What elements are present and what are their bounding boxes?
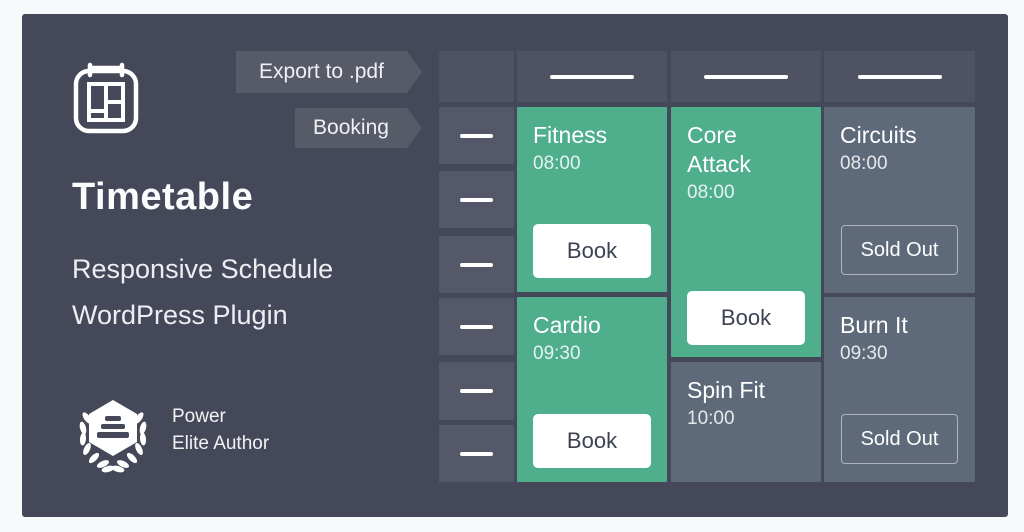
event-burn-it[interactable]: Burn It 09:30 Sold Out [824,297,975,482]
badge-line-1: Power [172,406,226,427]
event-core-attack[interactable]: Core Attack 08:00 Book [671,107,821,357]
event-circuits[interactable]: Circuits 08:00 Sold Out [824,107,975,293]
header-cell-empty [439,51,514,102]
event-title: Circuits [840,122,917,148]
event-time: 08:00 [533,153,581,174]
sold-out-button[interactable]: Sold Out [841,225,958,275]
laurel-hexagon-badge-icon [79,400,147,473]
event-title: Cardio [533,312,601,338]
event-time: 10:00 [687,408,735,429]
time-dash [460,262,493,267]
event-spin-fit[interactable]: Spin Fit 10:00 [671,362,821,482]
time-dash [460,197,493,202]
header-cell-day-2 [671,51,821,102]
header-dash [857,74,942,79]
booking-label: Booking [313,116,389,139]
event-time: 08:00 [687,182,735,203]
header-dash [704,74,788,79]
header-dash [550,74,634,79]
event-fitness[interactable]: Fitness 08:00 Book [517,107,667,292]
time-slot-cell [439,107,514,164]
time-dash [460,133,493,138]
time-dash [460,451,493,456]
booking-ribbon: Booking [295,108,422,148]
event-title: Fitness [533,122,608,148]
export-pdf-ribbon: Export to .pdf [236,51,422,93]
time-dash [460,389,493,393]
time-dash [460,324,493,329]
time-slot-cell [439,236,514,293]
event-title: Core Attack [687,122,751,177]
header-cell-day-1 [517,51,667,102]
event-title: Burn It [840,312,908,338]
event-title: Spin Fit [687,377,765,403]
page-subtitle: Responsive Schedule WordPress Plugin [72,246,333,338]
event-time: 08:00 [840,153,888,174]
book-button[interactable]: Book [533,224,651,278]
book-button[interactable]: Book [533,414,651,468]
book-button[interactable]: Book [687,291,805,345]
header-cell-day-3 [824,51,975,102]
time-slot-cell [439,425,514,482]
event-cardio[interactable]: Cardio 09:30 Book [517,297,667,482]
badge-line-2: Elite Author [172,433,270,454]
time-slot-cell [439,298,514,355]
power-elite-author-label: Power Elite Author [172,403,269,457]
subtitle-line-2: WordPress Plugin [72,300,288,330]
sold-out-button[interactable]: Sold Out [841,414,958,464]
subtitle-line-1: Responsive Schedule [72,254,334,284]
time-slot-cell [439,171,514,228]
timetable-logo-icon [73,62,139,134]
time-slot-cell [439,362,514,420]
event-time: 09:30 [533,343,581,364]
export-pdf-label: Export to .pdf [259,60,384,83]
page-title: Timetable [72,176,254,218]
event-time: 09:30 [840,343,888,364]
